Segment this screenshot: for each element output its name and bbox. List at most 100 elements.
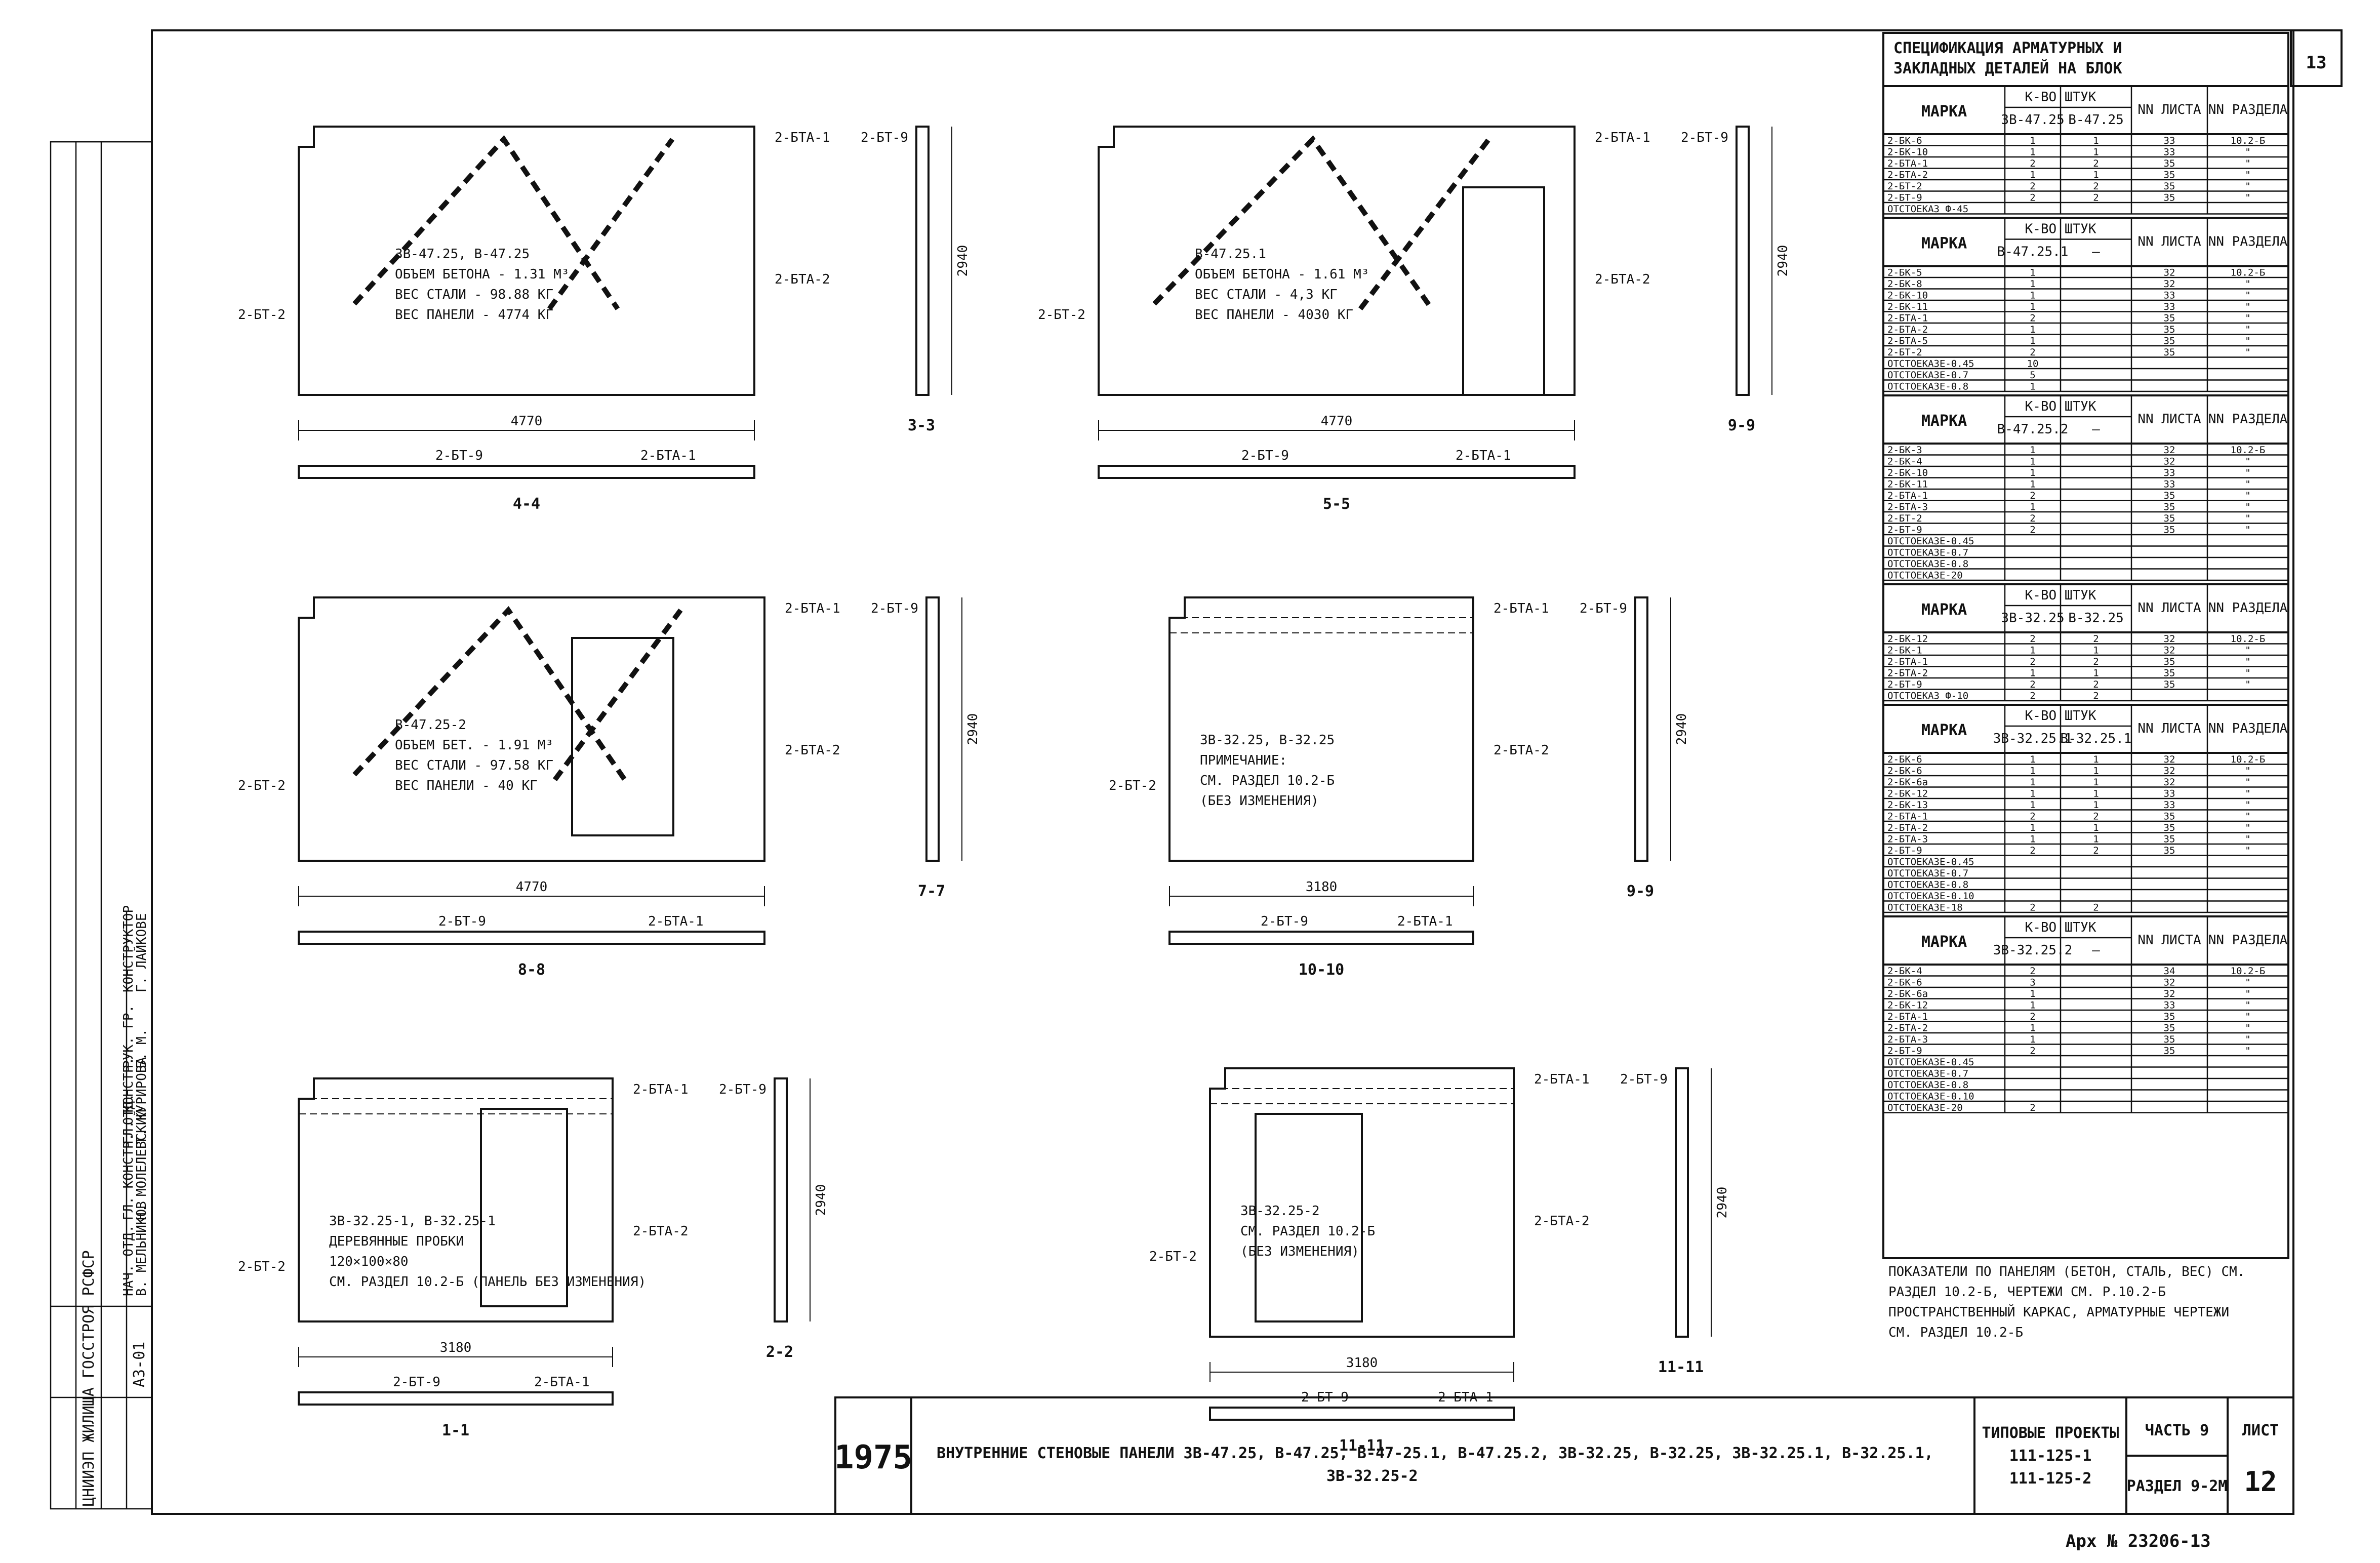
spec-cell: 10.2-Б (2231, 445, 2266, 456)
spec-cell: 32 (2164, 988, 2175, 999)
panel-note-2: СМ. РАЗДЕЛ 10.2-Б (1200, 773, 1335, 788)
spec-cell: 2 (2030, 811, 2035, 822)
spec-cell: 35 (2164, 668, 2175, 679)
spec-cell: ОТСТОЕКАЗЕ-0.7 (1887, 547, 1968, 558)
spec-cell: 10.2-Б (2231, 966, 2266, 977)
spec-cell: " (2245, 324, 2250, 335)
spec-cell: 2-БТ-9 (1887, 845, 1922, 856)
spec-col-nn-sheet: NN ЛИСТА (2137, 234, 2201, 250)
spec-cell: 33 (2164, 290, 2175, 301)
spec-cell: 2-БТА-1 (1887, 313, 1928, 324)
spec-cell: 2 (2030, 1102, 2035, 1113)
spec-cell: 35 (2164, 1034, 2175, 1045)
section-tag: 2-БТ-9 (1681, 130, 1728, 145)
spec-model: 3В-32.25 (2001, 611, 2064, 626)
section-tag: 2-БТ-9 (1620, 1072, 1668, 1087)
spec-cell: ОТСТОЕКАЗЕ-18 (1887, 902, 1963, 913)
spec-cell: " (2245, 192, 2250, 204)
panel-note-2: (БЕЗ ИЗМЕНЕНИЯ) (1240, 1244, 1359, 1259)
spec-cell: " (2245, 347, 2250, 358)
spec-cell: 2 (2030, 490, 2035, 501)
spec-cell: 2 (2030, 1011, 2035, 1022)
spec-cell: " (2245, 668, 2250, 679)
spec-cell: 35 (2164, 347, 2175, 358)
spec-cell: 1 (2030, 467, 2035, 478)
spec-cell: " (2245, 656, 2250, 667)
spec-cell: " (2245, 645, 2250, 656)
spec-cell: 2-БК-6а (1887, 777, 1928, 788)
spec-cell: 1 (2030, 170, 2035, 181)
spec-cell: 2-БТА-2 (1887, 822, 1928, 833)
spec-cell: 1 (2030, 456, 2035, 467)
spec-cell: 33 (2164, 467, 2175, 478)
embed-label: 2-БТ-2 (1038, 307, 1085, 323)
side-stamp-role: РУК. ГР. (121, 1005, 136, 1068)
spec-cell: 1 (2030, 822, 2035, 833)
spec-cell: " (2245, 290, 2250, 301)
project-label: ТИПОВЫЕ ПРОЕКТЫ (1982, 1424, 2119, 1442)
spec-cell: 2 (2030, 845, 2035, 856)
panel-p6: 3В-32.25-2СМ. РАЗДЕЛ 10.2-Б(БЕЗ ИЗМЕНЕНИ… (1149, 1067, 1730, 1455)
side-stamp-name: В. МЕЛЬНИКОВ (134, 1201, 149, 1296)
spec-cell: ОТСТОЕКАЗЕ-0.8 (1887, 558, 1968, 570)
spec-cell: 1 (2093, 135, 2099, 146)
panel-note-1: ОБЪЕМ БЕТ. - 1.91 М³ (395, 738, 553, 753)
side-section (915, 126, 930, 396)
project-number-2: 111-125-2 (2009, 1470, 2092, 1488)
title-block: 1975 ВНУТРЕННИЕ СТЕНОВЫЕ ПАНЕЛИ 3В-47.25… (834, 1396, 2294, 1515)
section-label: 9-9 (1627, 883, 1654, 900)
spec-cell: 2-БК-10 (1887, 290, 1928, 301)
height-dimension: 2940 (965, 713, 981, 745)
spec-col-nn-section: NN РАЗДЕЛА (2208, 721, 2288, 736)
spec-cell: " (2245, 1000, 2250, 1011)
edge-label: 2-БТ-9 (1261, 914, 1308, 929)
spec-cell: 2 (2093, 158, 2099, 169)
indicators-note: ПОКАЗАТЕЛИ ПО ПАНЕЛЯМ (БЕТОН, СТАЛЬ, ВЕС… (1888, 1264, 2245, 1340)
panel-name: 3В-47.25, В-47.25 (395, 247, 530, 262)
embed-label: 2-БТА-2 (1595, 272, 1650, 287)
spec-cell: 2-БК-6 (1887, 135, 1922, 146)
spec-cell: 1 (2093, 668, 2099, 679)
spec-cell: 32 (2164, 766, 2175, 777)
panel-name: 3В-32.25-1, В-32.25-1 (329, 1214, 496, 1229)
embed-label: 2-БТА-2 (785, 743, 840, 758)
spec-cell: 1 (2030, 645, 2035, 656)
spec-cell: 2-БК-10 (1887, 467, 1928, 478)
height-dimension: 2940 (1715, 1187, 1730, 1219)
spec-cell: " (2245, 822, 2250, 833)
spec-cell: 1 (2030, 290, 2035, 301)
spec-cell: 1 (2093, 754, 2099, 765)
door-opening (480, 1108, 568, 1307)
spec-cell: ОТСТОЕКАЗЕ-0.45 (1887, 857, 1974, 868)
spec-cell: 35 (2164, 181, 2175, 192)
spec-cell: 1 (2030, 1023, 2035, 1034)
spec-title-1: СПЕЦИФИКАЦИЯ АРМАТУРНЫХ И (1893, 39, 2122, 57)
edge-label: 2-БТА-1 (1397, 914, 1453, 929)
width-dimension: 4770 (1321, 414, 1353, 429)
spec-cell: 2-БТА-2 (1887, 1023, 1928, 1034)
spec-cell: " (2245, 1023, 2250, 1034)
side-stamp-name: Н. МОЛЕЛЕВСКИЙ (133, 1109, 149, 1220)
spec-cell: ОТСТОЕКАЗ Ф-10 (1887, 691, 1968, 702)
project-number-1: 111-125-1 (2009, 1447, 2092, 1465)
spec-col-mark: МАРКА (1921, 933, 1967, 951)
spec-cell: 2-БК-6а (1887, 988, 1928, 999)
spec-cell: 2-БТ-2 (1887, 181, 1922, 192)
spec-cell: 1 (2030, 479, 2035, 490)
embed-label: 2-БТА-2 (1534, 1214, 1590, 1229)
height-dimension: 2940 (1776, 245, 1791, 277)
spec-cell: 2-БК-12 (1887, 633, 1928, 645)
spec-cell: 2-БК-4 (1887, 456, 1922, 467)
spec-cell: " (2245, 1046, 2250, 1057)
embed-label: 2-БТА-1 (1595, 130, 1650, 145)
spec-cell: 2-БТА-3 (1887, 502, 1928, 513)
spec-model: 3В-47.25 (2001, 112, 2064, 128)
panel-note-1: ПРИМЕЧАНИЕ: (1200, 753, 1287, 768)
spec-cell: " (2245, 788, 2250, 799)
spec-cell: 1 (2030, 754, 2035, 765)
brace-line (352, 135, 620, 310)
panel-outline (298, 126, 755, 396)
